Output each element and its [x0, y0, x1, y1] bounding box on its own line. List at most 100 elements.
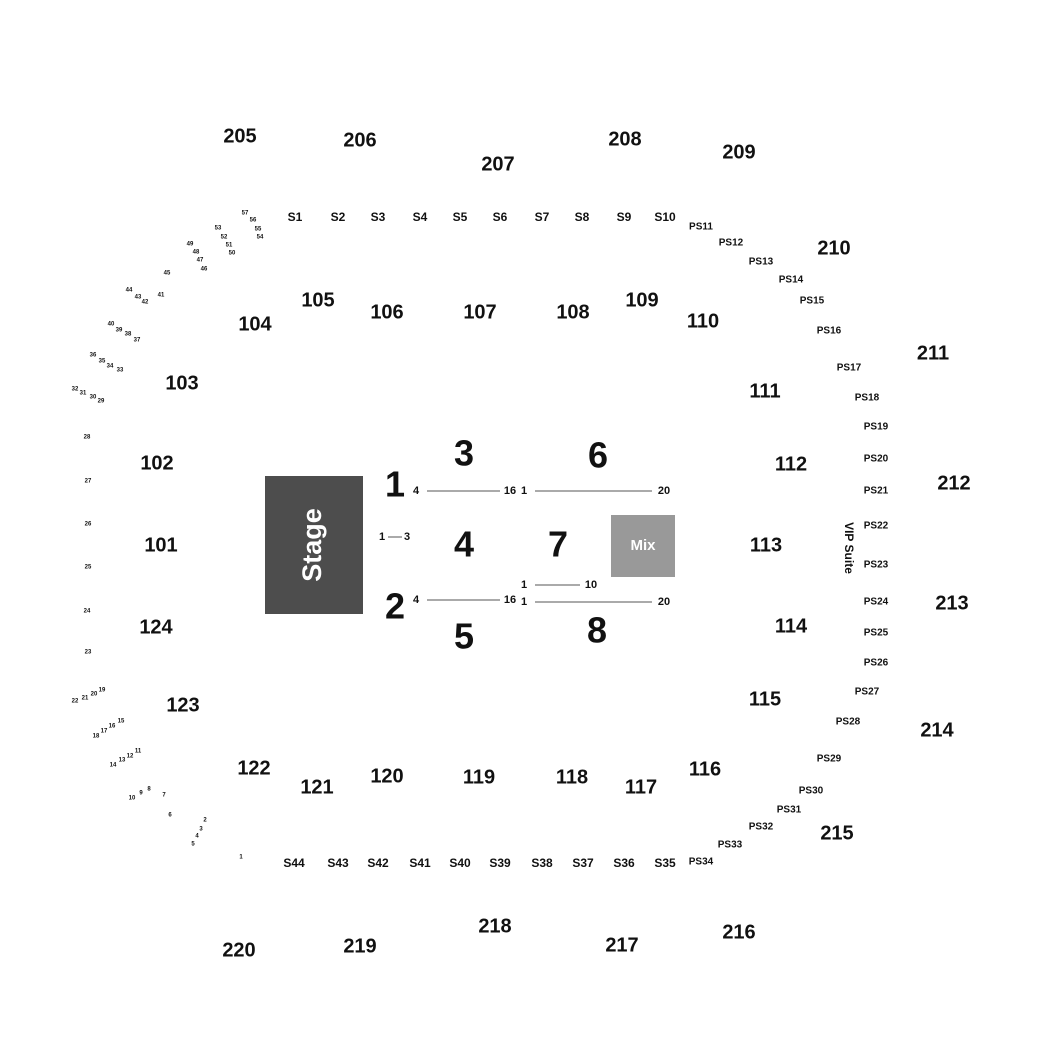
party-suite-label[interactable]: PS12	[719, 238, 744, 249]
box-label[interactable]: 10	[129, 796, 136, 802]
box-label[interactable]: 38	[125, 332, 132, 338]
box-label[interactable]: 31	[80, 391, 87, 397]
party-suite-label[interactable]: PS28	[836, 717, 861, 728]
lower-section-label[interactable]: 114	[775, 615, 808, 637]
party-suite-label[interactable]: PS20	[864, 454, 889, 465]
box-label[interactable]: 44	[126, 288, 133, 294]
box-label[interactable]: 48	[193, 250, 200, 256]
box-label[interactable]: 20	[91, 692, 98, 698]
suite-label[interactable]: S9	[617, 210, 632, 224]
box-label[interactable]: 46	[201, 267, 208, 273]
box-label[interactable]: 17	[101, 729, 108, 735]
lower-section-label[interactable]: 124	[139, 616, 173, 638]
box-label[interactable]: 7	[162, 793, 166, 799]
lower-section-label[interactable]: 109	[625, 289, 658, 311]
upper-section-label[interactable]: 205	[223, 125, 256, 147]
party-suite-label[interactable]: PS25	[864, 628, 889, 639]
party-suite-label[interactable]: PS11	[689, 222, 713, 233]
party-suite-label[interactable]: PS26	[864, 658, 889, 669]
lower-section-label[interactable]: 111	[749, 380, 780, 402]
lower-section-label[interactable]: 108	[556, 301, 589, 323]
suite-label[interactable]: S42	[367, 856, 389, 870]
party-suite-label[interactable]: PS18	[855, 393, 880, 404]
box-label[interactable]: 51	[226, 243, 233, 249]
box-label[interactable]: 30	[90, 395, 97, 401]
party-suite-label[interactable]: PS23	[864, 560, 889, 571]
box-label[interactable]: 37	[134, 338, 141, 344]
lower-section-label[interactable]: 102	[140, 452, 173, 474]
box-label[interactable]: 52	[221, 235, 228, 241]
box-label[interactable]: 5	[191, 842, 195, 848]
box-label[interactable]: 54	[257, 235, 264, 241]
party-suite-label[interactable]: PS27	[855, 687, 880, 698]
floor-section-label[interactable]: 7	[548, 524, 568, 565]
box-label[interactable]: 25	[85, 565, 92, 571]
box-label[interactable]: 24	[84, 609, 91, 615]
lower-section-label[interactable]: 119	[463, 766, 495, 788]
lower-section-label[interactable]: 106	[370, 301, 403, 323]
box-label[interactable]: 1	[239, 855, 243, 861]
party-suite-label[interactable]: PS17	[837, 363, 862, 374]
box-label[interactable]: 53	[215, 226, 222, 232]
box-label[interactable]: 41	[158, 293, 165, 299]
party-suite-label[interactable]: PS32	[749, 822, 774, 833]
upper-section-label[interactable]: 208	[608, 128, 641, 150]
box-label[interactable]: 21	[82, 696, 89, 702]
suite-label[interactable]: S6	[493, 210, 508, 224]
upper-section-label[interactable]: 220	[222, 939, 255, 961]
floor-section-label[interactable]: 5	[454, 616, 474, 657]
stage-block[interactable]	[265, 476, 363, 614]
suite-label[interactable]: S38	[531, 856, 553, 870]
box-label[interactable]: 26	[85, 522, 92, 528]
upper-section-label[interactable]: 209	[722, 141, 755, 163]
lower-section-label[interactable]: 121	[300, 776, 333, 798]
lower-section-label[interactable]: 112	[775, 453, 807, 475]
upper-section-label[interactable]: 218	[478, 915, 511, 937]
box-label[interactable]: 56	[250, 218, 257, 224]
floor-section-label[interactable]: 3	[454, 433, 474, 474]
box-label[interactable]: 35	[99, 359, 106, 365]
box-label[interactable]: 9	[139, 791, 143, 797]
suite-label[interactable]: S35	[654, 856, 676, 870]
upper-section-label[interactable]: 207	[481, 153, 514, 175]
upper-section-label[interactable]: 215	[820, 822, 853, 844]
lower-section-label[interactable]: 118	[556, 766, 588, 788]
box-label[interactable]: 11	[135, 749, 142, 755]
box-label[interactable]: 28	[84, 435, 91, 441]
party-suite-label[interactable]: PS30	[799, 786, 824, 797]
suite-label[interactable]: S40	[449, 856, 471, 870]
box-label[interactable]: 32	[72, 387, 79, 393]
box-label[interactable]: 2	[203, 818, 207, 824]
lower-section-label[interactable]: 110	[687, 310, 719, 332]
party-suite-label[interactable]: PS16	[817, 326, 842, 337]
box-label[interactable]: 33	[117, 368, 124, 374]
upper-section-label[interactable]: 206	[343, 129, 376, 151]
party-suite-label[interactable]: PS24	[864, 597, 889, 608]
suite-label[interactable]: S43	[327, 856, 349, 870]
lower-section-label[interactable]: 104	[238, 313, 272, 335]
box-label[interactable]: 42	[142, 300, 149, 306]
suite-label[interactable]: S2	[331, 210, 346, 224]
floor-section-label[interactable]: 4	[454, 524, 474, 565]
box-label[interactable]: 13	[119, 758, 126, 764]
box-label[interactable]: 43	[135, 295, 142, 301]
upper-section-label[interactable]: 219	[343, 935, 376, 957]
lower-section-label[interactable]: 113	[750, 534, 782, 556]
suite-label[interactable]: S39	[489, 856, 511, 870]
box-label[interactable]: 19	[99, 688, 106, 694]
party-suite-label[interactable]: PS13	[749, 257, 774, 268]
party-suite-label[interactable]: PS14	[779, 275, 804, 286]
upper-section-label[interactable]: 217	[605, 934, 638, 956]
box-label[interactable]: 57	[242, 211, 249, 217]
box-label[interactable]: 27	[85, 479, 92, 485]
lower-section-label[interactable]: 115	[749, 688, 781, 710]
upper-section-label[interactable]: 216	[722, 921, 755, 943]
suite-label[interactable]: S8	[575, 210, 590, 224]
party-suite-label[interactable]: PS34	[689, 857, 714, 868]
party-suite-label[interactable]: PS21	[864, 486, 889, 497]
box-label[interactable]: 16	[109, 724, 116, 730]
box-label[interactable]: 23	[85, 650, 92, 656]
box-label[interactable]: 45	[164, 271, 171, 277]
lower-section-label[interactable]: 123	[166, 694, 199, 716]
box-label[interactable]: 14	[110, 763, 117, 769]
